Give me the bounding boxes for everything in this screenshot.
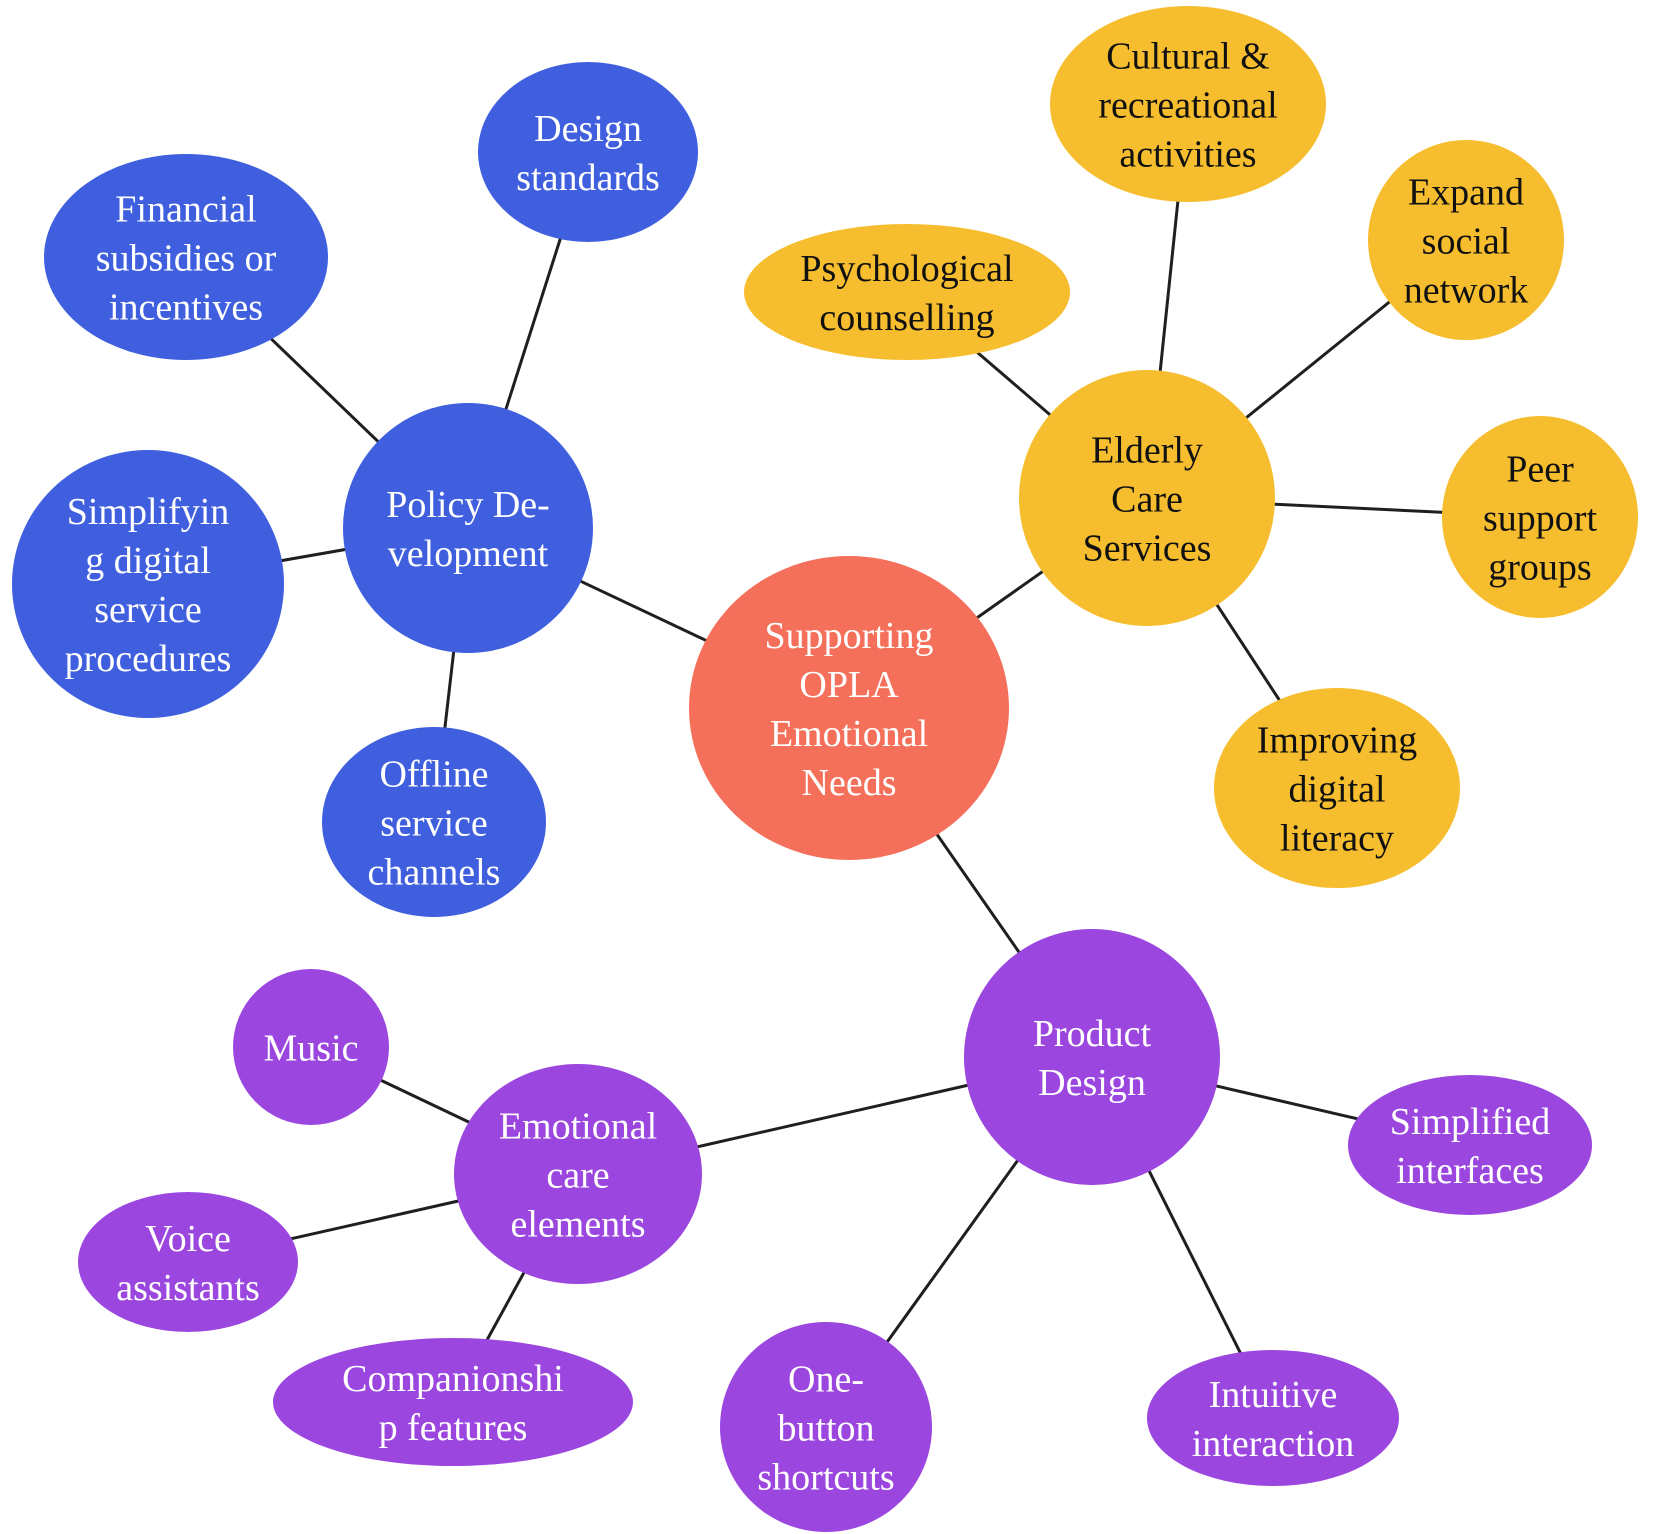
node-music-label-line: Music <box>264 1027 359 1069</box>
node-simplifying-label-line: g digital <box>85 540 211 582</box>
node-one-button-label-line: One- <box>788 1358 864 1400</box>
node-companionship-label-line: Companionshi <box>342 1358 564 1400</box>
node-elderly-label-line: Elderly <box>1091 429 1203 471</box>
node-intuitive-bubble <box>1147 1350 1399 1486</box>
node-peer-label-line: Peer <box>1506 448 1574 490</box>
node-intuitive-label-line: interaction <box>1192 1423 1354 1465</box>
node-policy-label-line: Policy De- <box>386 484 550 526</box>
node-simplifying-label-line: Simplifyin <box>67 491 230 533</box>
node-expand-label-line: network <box>1404 269 1529 311</box>
node-policy-label-line: velopment <box>388 533 549 575</box>
node-design-standards-bubble <box>478 62 698 242</box>
node-expand: Expand social network <box>1368 140 1564 340</box>
node-improving-bubble <box>1214 688 1460 888</box>
node-financial-label-line: Financial <box>115 188 256 230</box>
node-offline-label-line: service <box>380 802 488 844</box>
node-financial-bubble <box>44 154 328 360</box>
node-peer-label-line: support <box>1483 497 1597 539</box>
node-design-standards-label-line: standards <box>516 157 660 199</box>
node-simplifying-bubble <box>12 450 284 718</box>
node-peer: Peer support groups <box>1442 416 1638 618</box>
node-financial-label-line: subsidies or <box>96 237 277 279</box>
node-voice: Voice assistants <box>78 1192 298 1332</box>
node-financial: Financial subsidies or incentives <box>44 154 328 360</box>
node-emotional-care-bubble <box>454 1064 702 1284</box>
node-elderly-label-line: Care <box>1111 478 1183 520</box>
node-companionship-label-line: p features <box>379 1407 528 1449</box>
node-simplified: Simplified interfaces <box>1348 1075 1592 1215</box>
node-voice-label-line: assistants <box>116 1267 260 1309</box>
node-financial-label-line: incentives <box>109 286 263 328</box>
node-center-label-line: Emotional <box>770 713 928 755</box>
node-psychological-label-line: Psychological <box>800 248 1013 290</box>
node-improving-label-line: literacy <box>1280 817 1394 859</box>
node-emotional-care-label-line: Emotional <box>499 1105 657 1147</box>
node-improving-label-line: digital <box>1288 768 1385 810</box>
node-music: Music <box>233 969 389 1125</box>
node-companionship-bubble <box>273 1338 633 1466</box>
node-voice-label-line: Voice <box>145 1218 231 1260</box>
node-offline-label-line: Offline <box>379 753 488 795</box>
node-offline-bubble <box>322 727 546 917</box>
node-intuitive-label-line: Intuitive <box>1209 1374 1338 1416</box>
node-product-label-line: Product <box>1033 1013 1152 1055</box>
node-expand-bubble <box>1368 140 1564 340</box>
node-offline: Offline service channels <box>322 727 546 917</box>
node-cultural-bubble <box>1050 6 1326 202</box>
node-simplified-label-line: Simplified <box>1390 1101 1550 1143</box>
node-peer-bubble <box>1442 416 1638 618</box>
node-simplifying: Simplifyin g digital service procedures <box>12 450 284 718</box>
node-psychological: Psychological counselling <box>744 224 1070 360</box>
node-expand-label-line: social <box>1422 220 1511 262</box>
node-emotional-care: Emotional care elements <box>454 1064 702 1284</box>
node-one-button-label-line: button <box>777 1407 874 1449</box>
node-companionship: Companionshi p features <box>273 1338 633 1466</box>
node-emotional-care-label-line: elements <box>510 1203 645 1245</box>
node-cultural-label-line: recreational <box>1098 84 1277 126</box>
node-center-label-line: Needs <box>802 762 897 804</box>
node-policy-bubble <box>343 403 593 653</box>
node-center-label-line: Supporting <box>765 615 934 657</box>
node-simplifying-label-line: service <box>94 589 202 631</box>
node-cultural: Cultural & recreational activities <box>1050 6 1326 202</box>
node-cultural-label-line: activities <box>1119 133 1256 175</box>
node-music-bubble <box>233 969 389 1125</box>
node-psychological-label-line: counselling <box>819 297 994 339</box>
node-simplified-bubble <box>1348 1075 1592 1215</box>
node-cultural-label-line: Cultural & <box>1106 35 1270 77</box>
node-elderly-bubble <box>1019 370 1275 626</box>
node-simplifying-label-line: procedures <box>65 638 232 680</box>
node-product-bubble <box>964 929 1220 1185</box>
node-psychological-bubble <box>744 224 1070 360</box>
node-policy: Policy De-velopment <box>343 403 593 653</box>
node-offline-label-line: channels <box>368 851 501 893</box>
node-center-label-line: OPLA <box>799 664 899 706</box>
node-one-button-label-line: shortcuts <box>757 1456 894 1498</box>
node-design-standards: Design standards <box>478 62 698 242</box>
node-simplified-label-line: interfaces <box>1396 1150 1544 1192</box>
node-elderly-label-line: Services <box>1083 527 1212 569</box>
node-intuitive: Intuitive interaction <box>1147 1350 1399 1486</box>
node-emotional-care-label-line: care <box>546 1154 609 1196</box>
node-improving: Improving digital literacy <box>1214 688 1460 888</box>
node-improving-label-line: Improving <box>1257 719 1417 761</box>
node-one-button: One-button shortcuts <box>720 1322 932 1532</box>
node-design-standards-label-line: Design <box>534 108 642 150</box>
node-product-label-line: Design <box>1038 1062 1146 1104</box>
node-expand-label-line: Expand <box>1408 171 1524 213</box>
node-one-button-bubble <box>720 1322 932 1532</box>
node-center-bubble <box>689 556 1009 860</box>
node-voice-bubble <box>78 1192 298 1332</box>
node-peer-label-line: groups <box>1488 546 1591 588</box>
